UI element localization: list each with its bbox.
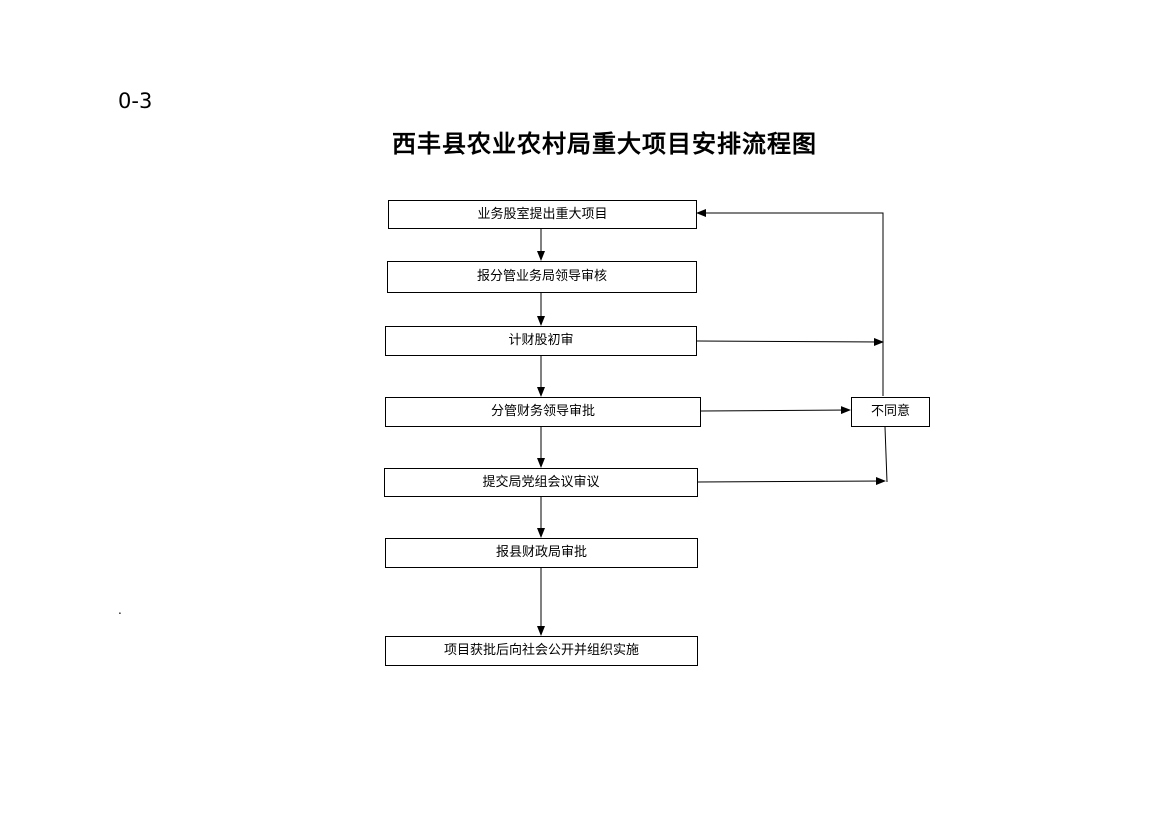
arrow-reject-return-to-step1 [696, 209, 884, 396]
reject-node: 不同意 [851, 397, 930, 427]
arrow-step5-to-reject-line [696, 477, 886, 486]
flow-step-7: 项目获批后向社会公开并组织实施 [385, 636, 698, 666]
flow-step-5: 提交局党组会议审议 [384, 468, 698, 497]
flow-step-2: 报分管业务局领导审核 [387, 261, 697, 293]
flow-step-4: 分管财务领导审批 [385, 397, 701, 427]
flow-step-3: 计财股初审 [385, 326, 697, 356]
arrow-step3-to-reject-line [696, 337, 884, 346]
stray-mark: . [118, 603, 122, 617]
flow-step-1: 业务股室提出重大项目 [388, 200, 697, 229]
page-number: 0-3 [118, 89, 153, 113]
page-title: 西丰县农业农村局重大项目安排流程图 [392, 129, 817, 158]
flow-step-6: 报县财政局审批 [385, 538, 698, 568]
reject-lower-connector [884, 426, 888, 483]
arrow-step4-to-reject [700, 406, 851, 415]
